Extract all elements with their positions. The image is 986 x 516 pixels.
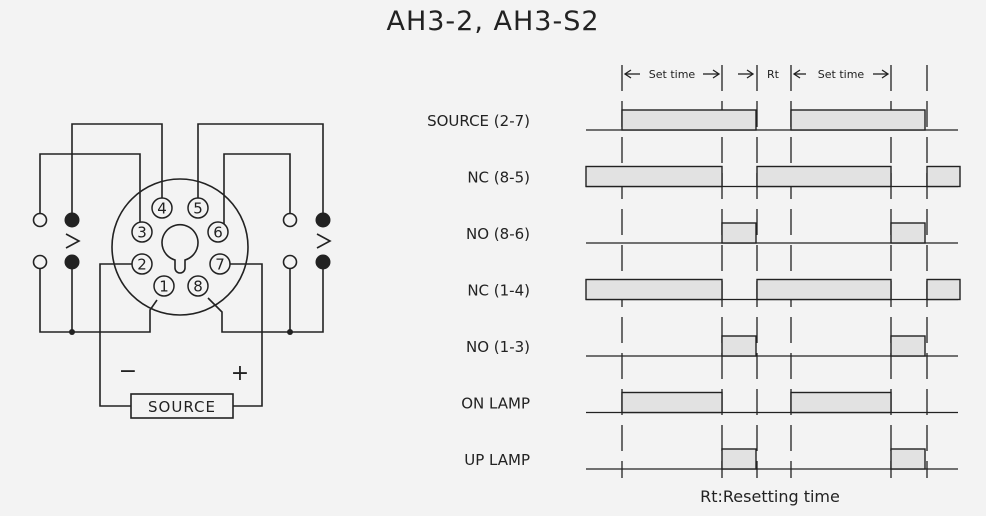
signal-pulse — [621, 109, 757, 131]
signal-pulse — [721, 335, 757, 357]
signal-pulse — [756, 278, 892, 301]
wire-source-plus — [218, 263, 263, 407]
pin-label: 5 — [193, 200, 203, 218]
header-set-time-2: Set time — [818, 68, 865, 81]
right-contact-filled-bottom — [315, 254, 331, 270]
pin-label: 1 — [159, 278, 169, 296]
timing-chart-header: Set time Rt Set time — [623, 68, 890, 81]
signal-label: NC (8-5) — [467, 169, 530, 187]
left-contact-arrow — [65, 233, 81, 249]
pin-6: 6 — [207, 221, 229, 243]
source-box — [130, 393, 234, 419]
right-contact-open-bottom — [282, 254, 298, 270]
signal-label: NO (8-6) — [466, 225, 530, 243]
footer-note: Rt:Resetting time — [700, 487, 840, 506]
pin-label: 6 — [213, 224, 223, 242]
left-contact-open-top — [32, 212, 48, 228]
signal-pulse — [926, 165, 961, 188]
diagram-title: AH3-2, AH3-S2 — [386, 6, 600, 37]
wire-pin5-right-loop — [197, 123, 324, 214]
socket-pins: 12 34 56 78 — [131, 197, 231, 297]
signal-pulse — [585, 165, 723, 188]
timing-row: NO (1-3) — [466, 335, 958, 357]
socket-keyway — [161, 223, 199, 274]
signal-pulse — [756, 165, 892, 188]
signal-pulse — [890, 448, 926, 470]
pin-2: 2 — [131, 253, 153, 275]
pin-7: 7 — [209, 253, 231, 275]
signal-label: NC (1-4) — [467, 282, 530, 300]
pin-1: 1 — [153, 275, 175, 297]
signal-pulse — [790, 391, 892, 414]
filled-contacts — [64, 212, 331, 335]
pin-3: 3 — [131, 221, 153, 243]
source-label: SOURCE — [148, 398, 216, 416]
signal-pulse — [721, 222, 757, 244]
timing-rows: SOURCE (2-7) NC (8-5) NO (8-6) NC (1-4) NO (… — [427, 109, 961, 470]
signal-pulse — [890, 222, 926, 244]
junction-right — [287, 329, 293, 335]
signal-pulse — [926, 278, 961, 301]
signal-label: NO (1-3) — [466, 338, 530, 356]
header-set-time-1: Set time — [649, 68, 696, 81]
pin-label: 4 — [157, 200, 167, 218]
socket-outline — [111, 178, 249, 316]
wire-pin4-left-loop — [71, 123, 163, 214]
timing-row: NC (1-4) — [467, 278, 961, 301]
pin-4: 4 — [151, 197, 173, 219]
signal-label: SOURCE (2-7) — [427, 112, 530, 130]
plus-sign: + — [231, 361, 249, 386]
right-contact-open-top — [282, 212, 298, 228]
signal-pulse — [585, 278, 723, 301]
wire-source-minus — [99, 263, 146, 407]
timing-row: UP LAMP — [464, 448, 958, 470]
signal-pulse — [790, 109, 926, 131]
minus-sign: − — [119, 359, 137, 384]
right-contact-arrow — [316, 233, 332, 249]
wiring-diagram — [32, 123, 332, 419]
wire-right-return — [207, 269, 324, 333]
signal-pulse — [621, 391, 723, 414]
right-contact-filled-top — [315, 212, 331, 228]
pin-8: 8 — [187, 275, 209, 297]
signal-pulse — [721, 448, 757, 470]
left-contact-filled-bottom — [64, 254, 80, 270]
left-contact-filled-top — [64, 212, 80, 228]
pin-label: 8 — [193, 278, 203, 296]
timing-row: NO (8-6) — [466, 222, 958, 244]
left-contact-open-bottom — [32, 254, 48, 270]
junction-left — [69, 329, 75, 335]
wire-pin6-right — [218, 153, 291, 233]
pin-5: 5 — [187, 197, 209, 219]
timing-row: NC (8-5) — [467, 165, 961, 188]
header-rt: Rt — [767, 68, 780, 81]
signal-label: UP LAMP — [464, 451, 530, 469]
pin-label: 2 — [137, 256, 147, 274]
signal-pulse — [890, 335, 926, 357]
timing-row: SOURCE (2-7) — [427, 109, 958, 131]
signal-label: ON LAMP — [461, 395, 530, 413]
wire-pin3-left — [39, 153, 146, 233]
pin-label: 7 — [215, 256, 225, 274]
timing-row: ON LAMP — [461, 391, 958, 414]
pin-label: 3 — [137, 224, 147, 242]
wire-left-return — [39, 269, 158, 333]
